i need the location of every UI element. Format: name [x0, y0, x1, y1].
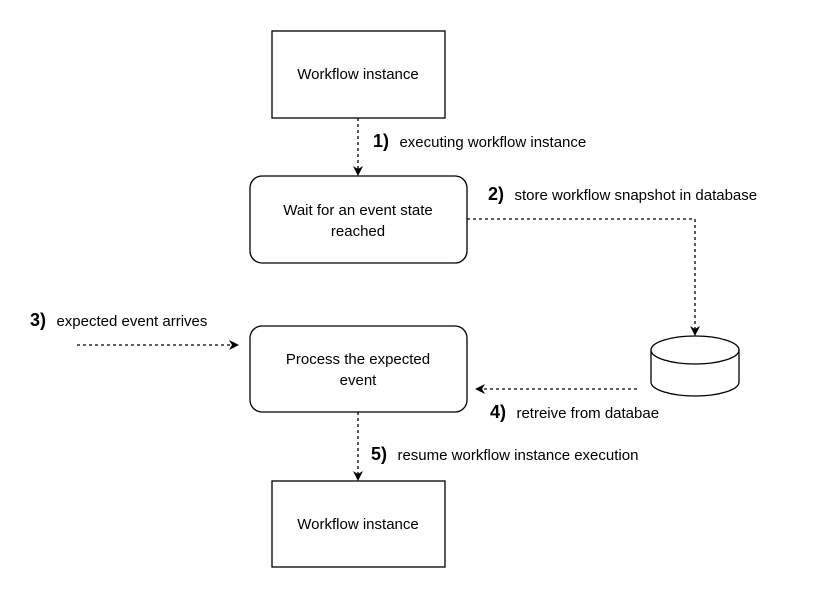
step3-text: expected event arrives — [56, 313, 207, 330]
wait-event-state-label-line1: Wait for an event state — [283, 202, 433, 219]
step2-text: store workflow snapshot in database — [514, 187, 757, 204]
workflow-instance-bottom-label: Workflow instance — [297, 516, 418, 533]
wait-event-state-node: Wait for an event state reached — [249, 175, 468, 264]
process-expected-event-label-line1: Process the expected — [286, 351, 430, 368]
step5-text: resume workflow instance execution — [397, 447, 638, 464]
workflow-instance-bottom-node: Workflow instance — [271, 480, 446, 568]
step3-number: 3) — [30, 310, 46, 330]
step4-number: 4) — [490, 402, 506, 422]
workflow-instance-top-label: Workflow instance — [297, 66, 418, 83]
step5-label: 5) resume workflow instance execution — [371, 444, 638, 464]
edge-store-snapshot — [467, 218, 700, 336]
step5-number: 5) — [371, 444, 387, 464]
process-expected-event-node: Process the expected event — [249, 325, 468, 413]
step1-label: 1) executing workflow instance — [373, 131, 586, 151]
workflow-instance-top-node: Workflow instance — [271, 30, 446, 119]
step4-text: retreive from databae — [516, 405, 659, 422]
wait-event-state-label-line2: reached — [331, 223, 385, 240]
database-icon — [650, 335, 740, 397]
process-expected-event-label-line2: event — [340, 372, 378, 389]
step4-label: 4) retreive from databae — [490, 402, 659, 422]
step2-number: 2) — [488, 184, 504, 204]
step1-text: executing workflow instance — [399, 134, 586, 151]
step3-label: 3) expected event arrives — [30, 310, 207, 330]
step2-label: 2) store workflow snapshot in database — [488, 184, 757, 204]
step1-number: 1) — [373, 131, 389, 151]
